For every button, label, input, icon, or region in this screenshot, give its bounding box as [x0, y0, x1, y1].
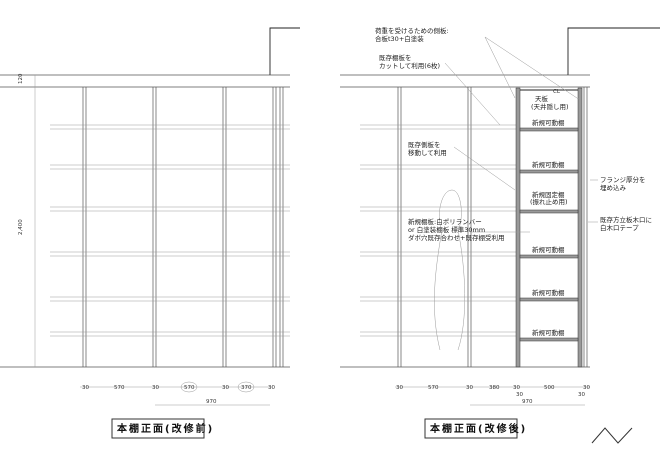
dim: 30	[583, 385, 590, 391]
dim: 30	[516, 392, 523, 398]
new-shelf-label: 新規可動棚	[532, 118, 565, 127]
new-shelf	[519, 209, 579, 214]
note-move-side: 既存側板を	[408, 140, 441, 149]
dim: 30	[268, 385, 275, 391]
new-shelf-label: (振れ止め用)	[530, 197, 568, 206]
drawing-title-after: 本棚正面(改修後)	[430, 422, 527, 435]
new-shelf-label: 新規可動棚	[532, 288, 565, 297]
dim-total: 970	[522, 399, 533, 405]
dim: 570	[114, 385, 125, 391]
drawing-title-before: 本棚正面(改修前)	[117, 422, 214, 435]
note-edge-tape: 既存方立板木口に	[600, 215, 652, 224]
dim: 380	[489, 385, 500, 391]
note-flange: 埋め込み	[600, 183, 627, 192]
logo	[591, 427, 633, 444]
dim: 30	[466, 385, 473, 391]
note-top-board: (天井隠し用)	[531, 102, 569, 111]
note-move-side: 移動して利用	[408, 148, 447, 157]
dim: 30	[513, 385, 520, 391]
new-shelf	[519, 337, 579, 342]
dim-height-main: 2,400	[18, 219, 24, 235]
new-shelf	[519, 127, 579, 132]
note-cut-shelf: 既存棚板を	[379, 53, 412, 62]
new-shelf-label: 新規可動棚	[532, 328, 565, 337]
dim-height-top: 120	[18, 73, 24, 84]
note-flange: フランジ厚分を	[600, 175, 646, 184]
dim: 30	[396, 385, 403, 391]
new-shelf-label: 新規固定棚	[532, 190, 565, 199]
note-edge-tape: 白木口テープ	[600, 223, 639, 232]
new-shelf-label: 新規可動棚	[532, 160, 565, 169]
new-shelf	[519, 169, 579, 174]
dim: 30	[222, 385, 229, 391]
note-side-panel: 合板t30+白塗装	[375, 34, 424, 43]
note-top-board: 天板	[535, 94, 549, 103]
dim: 500	[544, 385, 555, 391]
dim: 30	[578, 392, 585, 398]
note-new-shelf: or 白塗装棚板 標準30mm	[408, 225, 485, 234]
note-new-shelf: ダボ穴既存合わせ+既存棚受利用	[408, 233, 504, 242]
bookshelf-before: 120 2,400 30 570 30 570 30 370 30 970 本棚…	[0, 27, 300, 439]
note-cut-shelf: カットして利用(6枚)	[379, 61, 440, 70]
dim: 570	[184, 385, 195, 391]
centerline-mark: CL	[553, 89, 561, 95]
dim: 30	[152, 385, 159, 391]
note-side-panel: 荷重を受けるための側板:	[375, 26, 449, 35]
new-shelf	[519, 254, 579, 259]
new-shelf	[519, 297, 579, 302]
dim: 370	[241, 385, 252, 391]
dim-total: 970	[206, 399, 217, 405]
note-new-shelf: 新規棚板:白ポリランバー	[408, 217, 482, 226]
dim: 30	[82, 385, 89, 391]
dim: 570	[428, 385, 439, 391]
new-shelf-label: 新規可動棚	[532, 245, 565, 254]
